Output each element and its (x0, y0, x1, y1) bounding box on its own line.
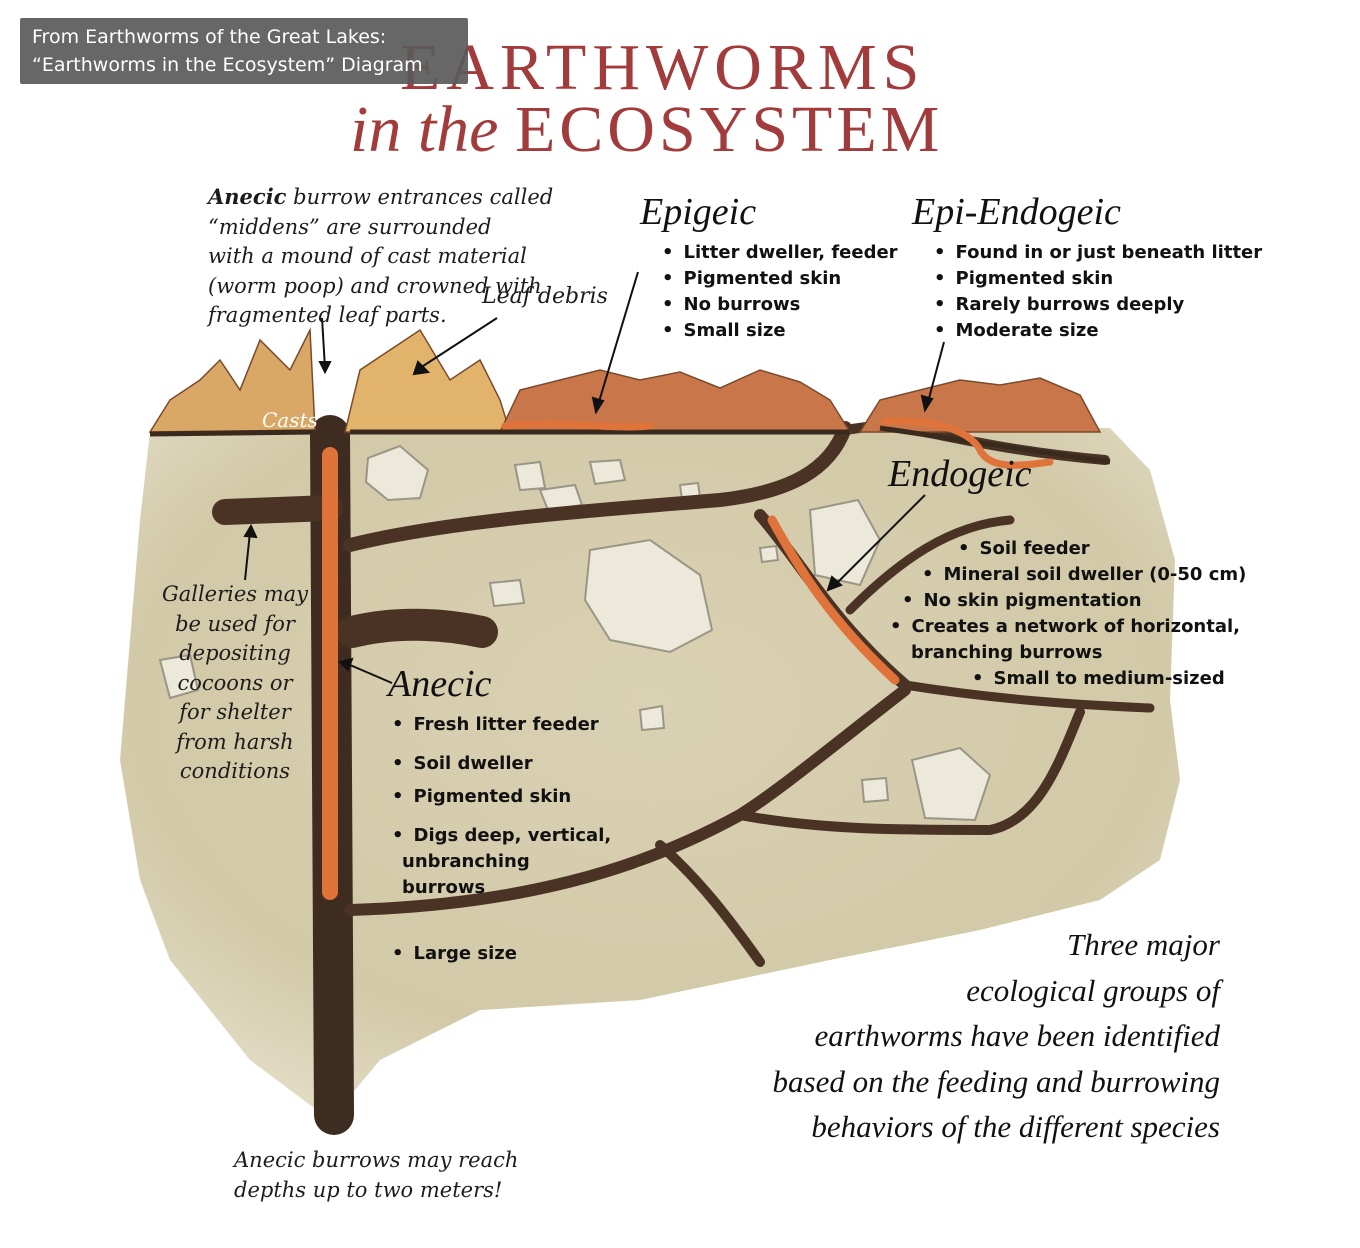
galleries-note: Galleries may be used for depositing coc… (160, 580, 310, 787)
middens-line: (worm poop) and crowned with (208, 273, 542, 298)
title-line-1: EARTHWORMS (400, 31, 926, 104)
galleries-line: conditions (179, 759, 291, 783)
closing-line: earthworms have been identified (814, 1018, 1221, 1053)
trait-item: Large size (392, 941, 611, 967)
trait-item: Litter dweller, feeder (662, 240, 898, 266)
trait-item: Small size (662, 318, 898, 344)
trait-item: Found in or just beneath litter (934, 240, 1263, 266)
epi-endogeic-traits: Found in or just beneath litter Pigmente… (934, 240, 1263, 344)
trait-item: Soil dweller (392, 751, 611, 777)
trait-item: Moderate size (934, 318, 1262, 344)
closing-line: behaviors of the different species (811, 1109, 1220, 1144)
epigeic-worm (501, 420, 654, 431)
epi-endogeic-heading: Epi-Endogeic (912, 191, 1121, 233)
pointer-arrows (243, 271, 945, 684)
galleries-line: be used for (175, 611, 295, 636)
tooltip-line-1: From Earthworms of the Great Lakes: (32, 26, 387, 48)
trait-item: Pigmented skin (662, 266, 898, 292)
endogeic-worm (767, 515, 900, 685)
galleries-line: cocoons or (177, 670, 293, 695)
anecic-traits: Fresh litter feeder Soil dweller Pigment… (392, 712, 611, 967)
trait-item: No burrows (662, 292, 898, 318)
trait-item-continued: unbranching (402, 851, 530, 872)
leaf-debris-label: Leaf debris (482, 284, 608, 309)
tooltip-line-2: “Earthworms in the Ecosystem” Diagram (32, 54, 423, 76)
trait-item: Pigmented skin (934, 266, 1262, 292)
earthworms (322, 417, 1054, 903)
galleries-line: for shelter (179, 700, 291, 724)
epi-endogeic-worm (881, 417, 1054, 469)
trait-item: Fresh litter feeder (392, 712, 611, 738)
middens-line: “middens” are surrounded (208, 214, 492, 239)
middens-bold-word: Anecic (208, 184, 287, 209)
galleries-line: depositing (179, 641, 291, 665)
middens-line: fragmented leaf parts. (208, 303, 447, 327)
trait-item-continued: branching burrows (911, 642, 1103, 663)
trait-item: No skin pigmentation (902, 588, 1246, 614)
depth-note: Anecic burrows may reach depths up to tw… (234, 1146, 518, 1205)
trait-item: Pigmented skin (392, 784, 611, 810)
title-prefix: in the (350, 93, 499, 166)
middens-line-1-rest: burrow entrances called (286, 185, 554, 209)
closing-line: ecological groups of (966, 972, 1220, 1008)
galleries-line: Galleries may (161, 582, 309, 606)
title-line-2: in the ECOSYSTEM (350, 92, 943, 168)
title-word: ECOSYSTEM (514, 93, 944, 166)
trait-item-continued: burrows (402, 877, 486, 898)
depth-line: depths up to two meters! (234, 1177, 503, 1202)
leaf-litter (148, 327, 1102, 433)
trait-item: Rarely burrows deeply (934, 292, 1262, 318)
trait-item: Small to medium-sized (972, 666, 1246, 692)
trait-item: Digs deep, vertical, (392, 823, 612, 849)
epigeic-traits: Litter dweller, feeder Pigmented skin No… (662, 240, 898, 344)
closing-line: based on the feeding and burrowing (772, 1063, 1220, 1099)
ground-line (149, 425, 1111, 465)
casts-label: Casts (262, 408, 318, 432)
closing-statement: Three major ecological groups of earthwo… (640, 922, 1220, 1150)
galleries-line: from harsh (176, 729, 294, 754)
middens-line: with a mound of cast material (208, 244, 527, 268)
anecic-heading: Anecic (388, 663, 492, 705)
epigeic-heading: Epigeic (640, 191, 757, 233)
middens-note: Anecic burrow entrances called “middens”… (208, 182, 553, 331)
endogeic-heading: Endogeic (888, 453, 1032, 495)
source-tooltip: From Earthworms of the Great Lakes: “Ear… (20, 18, 468, 84)
endogeic-traits: Soil feeder Mineral soil dweller (0-50 c… (890, 536, 1246, 692)
middens-line: Anecic burrow entrances called (208, 182, 553, 213)
closing-line: Three major (1067, 927, 1220, 962)
trait-item: Creates a network of horizontal, (890, 614, 1246, 640)
trait-item: Mineral soil dweller (0-50 cm) (922, 562, 1247, 588)
trait-item: Soil feeder (958, 536, 1246, 562)
depth-line: Anecic burrows may reach (234, 1148, 519, 1172)
soil-rocks (158, 444, 992, 822)
